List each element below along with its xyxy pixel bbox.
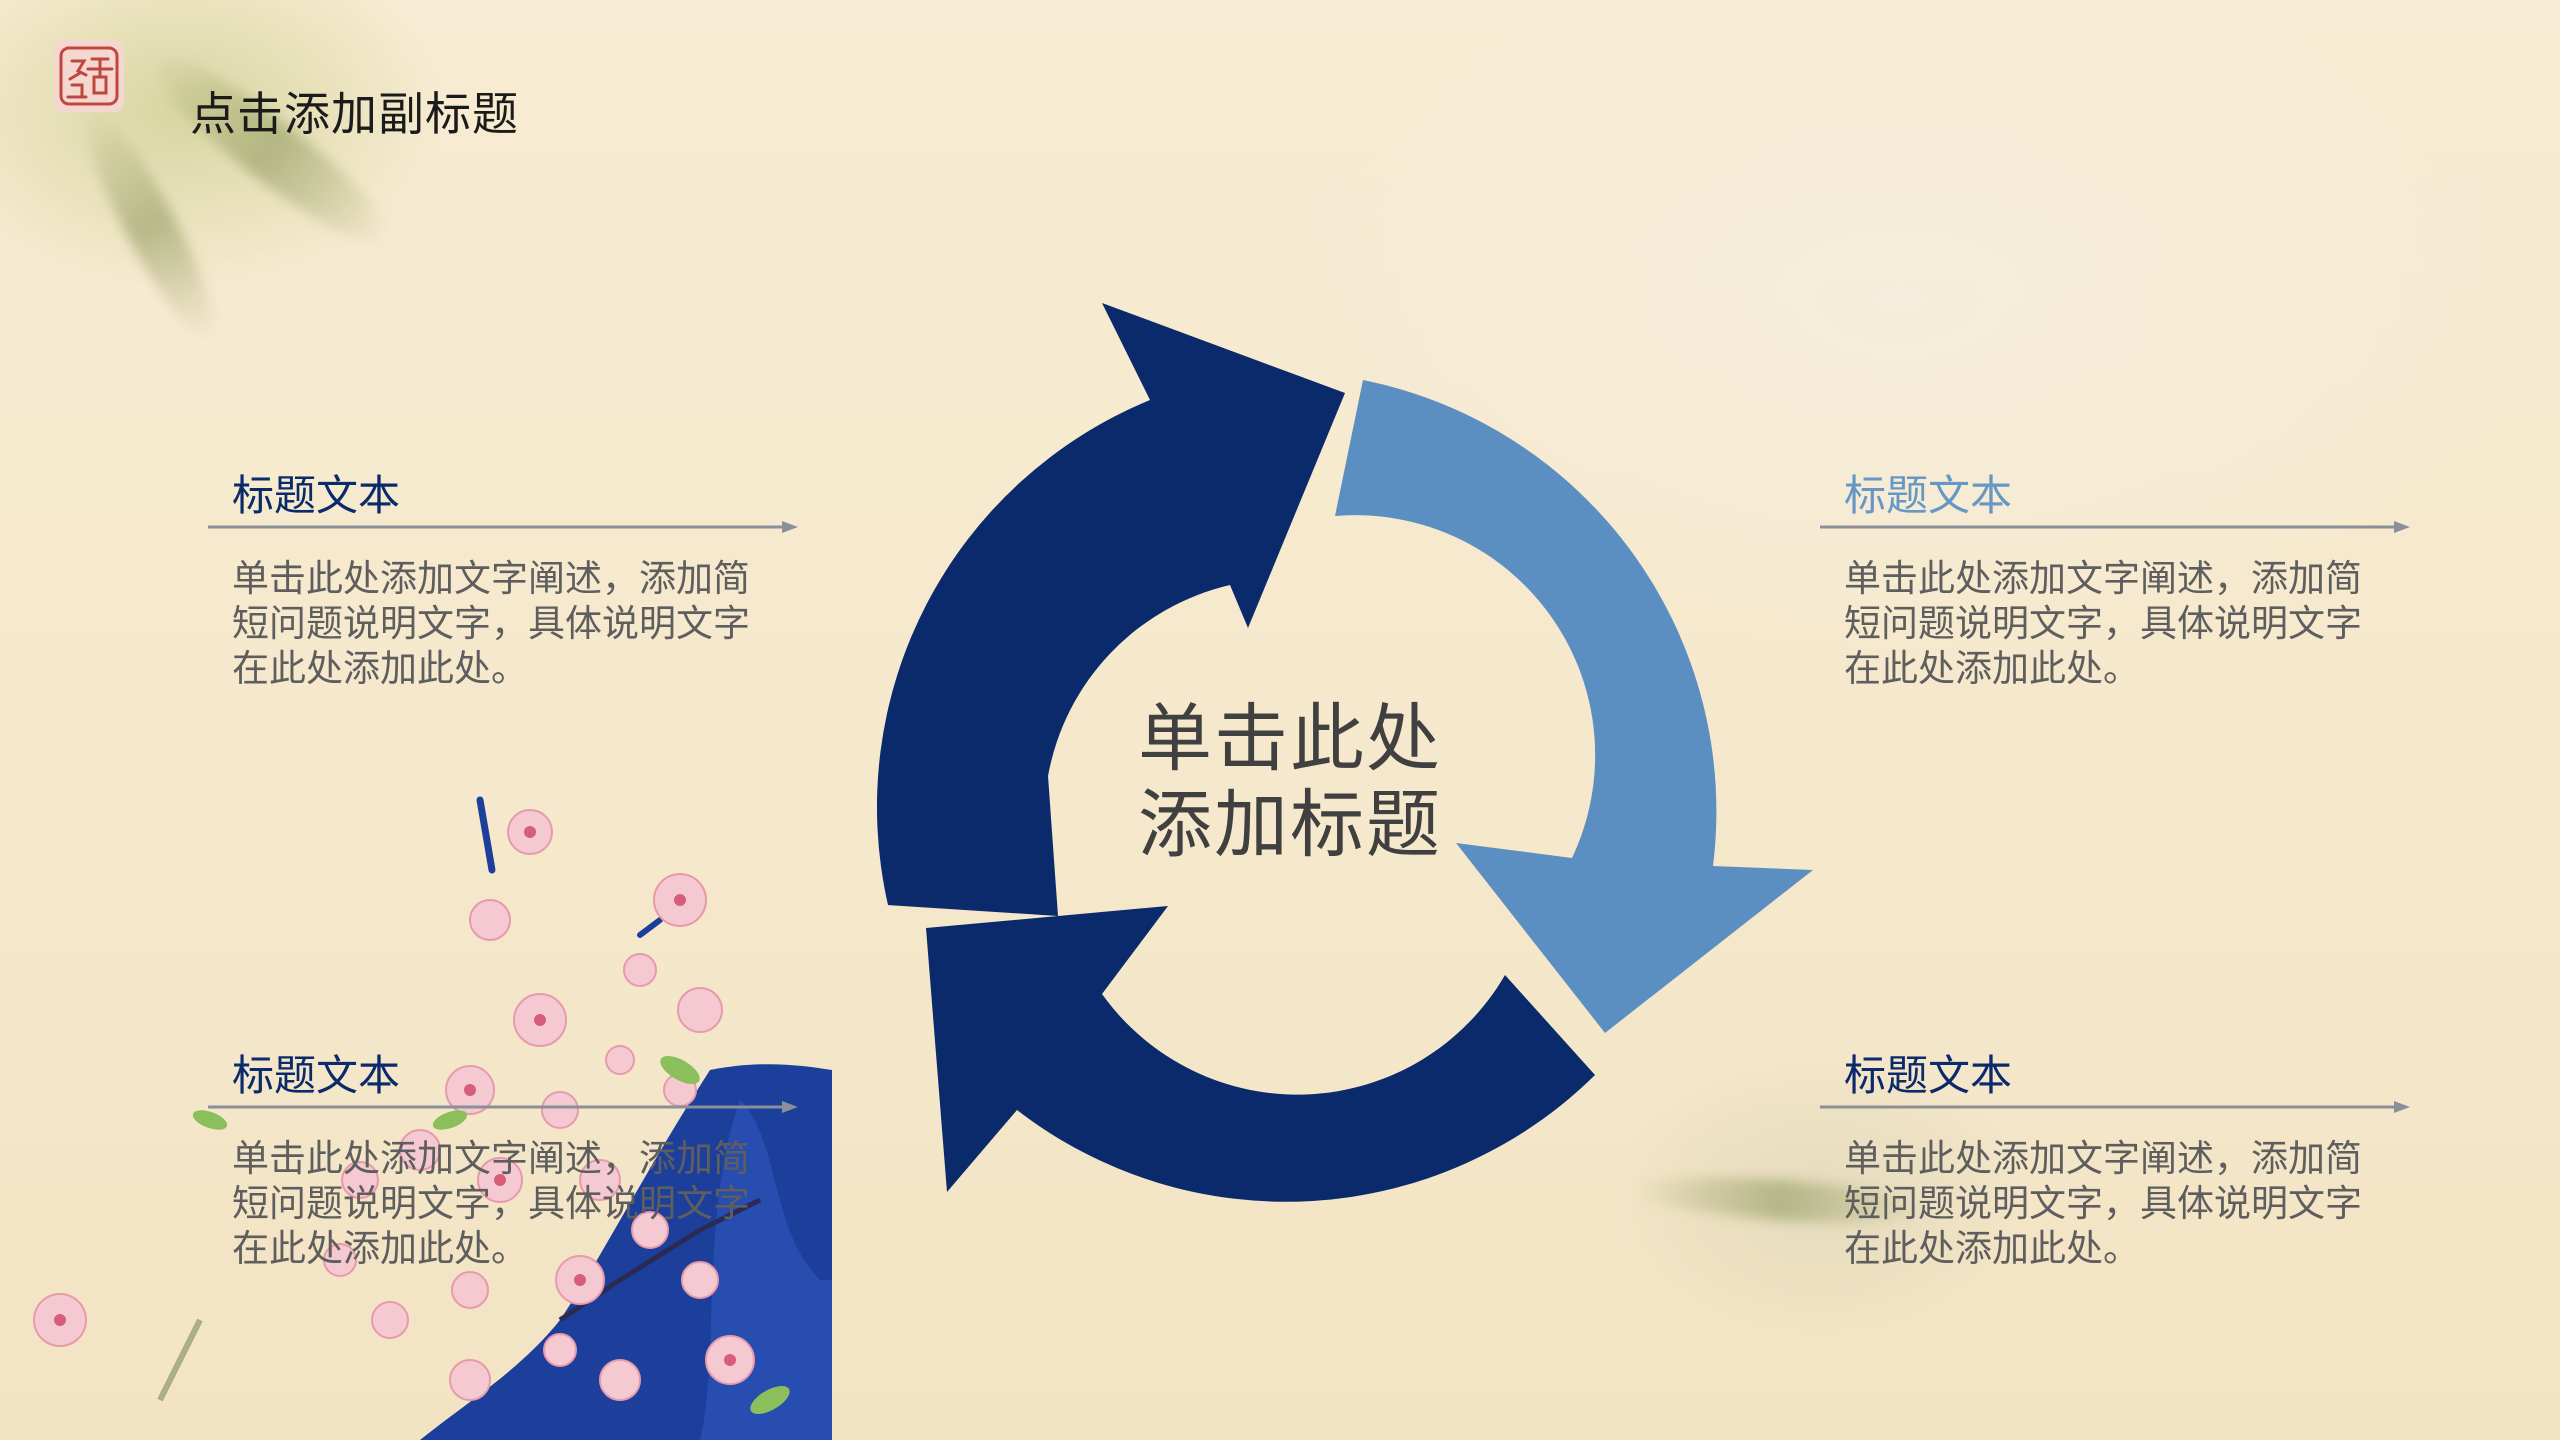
block-heading[interactable]: 标题文本	[232, 462, 400, 523]
block-description[interactable]: 单击此处添加文字阐述，添加简短问题说明文字，具体说明文字在此处添加此处。	[232, 1136, 772, 1271]
arrow-rule	[208, 1100, 798, 1114]
center-title-line2: 添加标题	[1120, 782, 1460, 868]
block-description[interactable]: 单击此处添加文字阐述，添加简短问题说明文字，具体说明文字在此处添加此处。	[1844, 556, 2384, 691]
diagram-center-title[interactable]: 单击此处 添加标题	[1120, 696, 1460, 868]
arrow-rule	[1820, 1100, 2410, 1114]
block-description[interactable]: 单击此处添加文字阐述，添加简短问题说明文字，具体说明文字在此处添加此处。	[1844, 1136, 2384, 1271]
arrow-rule	[1820, 520, 2410, 534]
block-heading[interactable]: 标题文本	[232, 1042, 400, 1103]
block-description[interactable]: 单击此处添加文字阐述，添加简短问题说明文字，具体说明文字在此处添加此处。	[232, 556, 772, 691]
arrow-rule	[208, 520, 798, 534]
cycle-arrow-bottom	[926, 906, 1595, 1202]
block-heading[interactable]: 标题文本	[1844, 1042, 2012, 1103]
center-title-line1: 单击此处	[1120, 696, 1460, 782]
block-heading[interactable]: 标题文本	[1844, 462, 2012, 523]
